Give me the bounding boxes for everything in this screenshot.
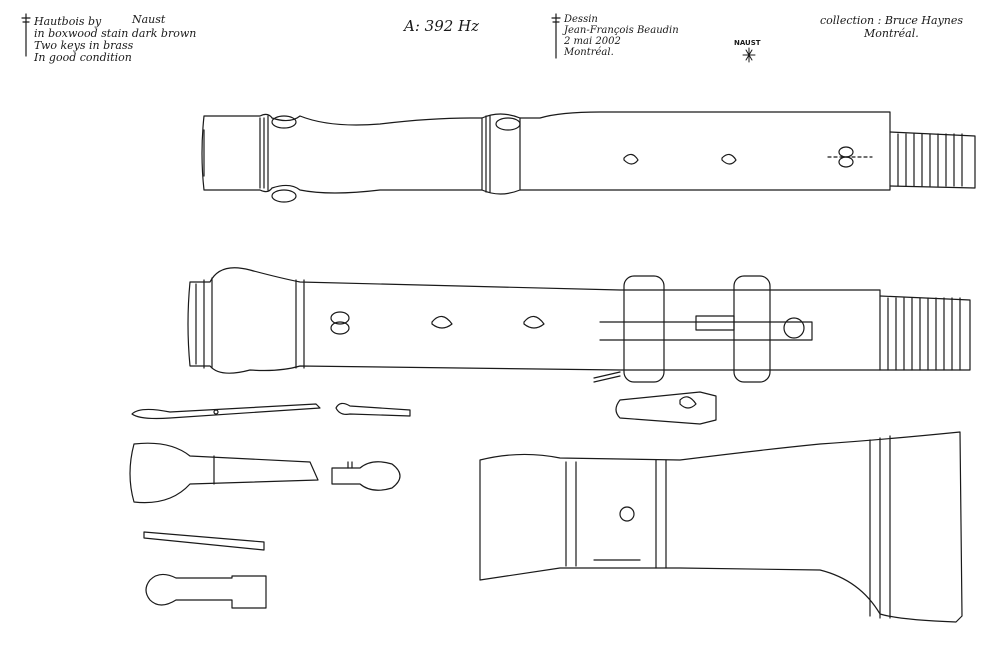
- upper-joint-drawing: [201, 111, 976, 203]
- key-lever-3: [129, 442, 319, 504]
- key-lever-2: [335, 402, 411, 417]
- credit-line-2: Jean-François Beaudin: [564, 25, 679, 36]
- collection-line-2: Montréal.: [864, 27, 919, 40]
- collection-note: collection : Bruce Haynes Montréal.: [820, 14, 963, 40]
- description-line-4: In good condition: [34, 51, 132, 64]
- credit-line-3: 2 mai 2002: [564, 36, 621, 47]
- maker-stamp-label: NAUST: [734, 39, 761, 47]
- description-line-3: Two keys in brass: [34, 39, 134, 52]
- pitch-label: A: 392 Hz: [404, 17, 480, 35]
- key-lever-6: [145, 573, 267, 609]
- collection-line-1: collection : Bruce Haynes: [820, 14, 964, 27]
- bell-drawing: [479, 431, 963, 623]
- drawing-credit: Dessin Jean-François Beaudin 2 mai 2002 …: [564, 14, 679, 58]
- description-line-2: in boxwood stain dark brown: [34, 27, 197, 40]
- margin-pin-icon-2: [551, 13, 561, 59]
- description-line-1: Hautbois by: [34, 15, 102, 28]
- maker-stamp-icon: [742, 47, 756, 63]
- maker-name: Naust: [132, 13, 166, 26]
- credit-line-1: Dessin: [564, 14, 598, 25]
- key-lever-1: [131, 403, 321, 420]
- key-lever-5: [143, 531, 265, 551]
- instrument-description: Hautbois by in boxwood stain dark brown …: [34, 16, 196, 64]
- key-cap-drawing: [615, 391, 717, 425]
- key-lever-4: [331, 461, 401, 491]
- margin-pin-icon: [21, 13, 31, 57]
- credit-line-4: Montréal.: [564, 47, 614, 58]
- lower-joint-drawing: [187, 267, 971, 383]
